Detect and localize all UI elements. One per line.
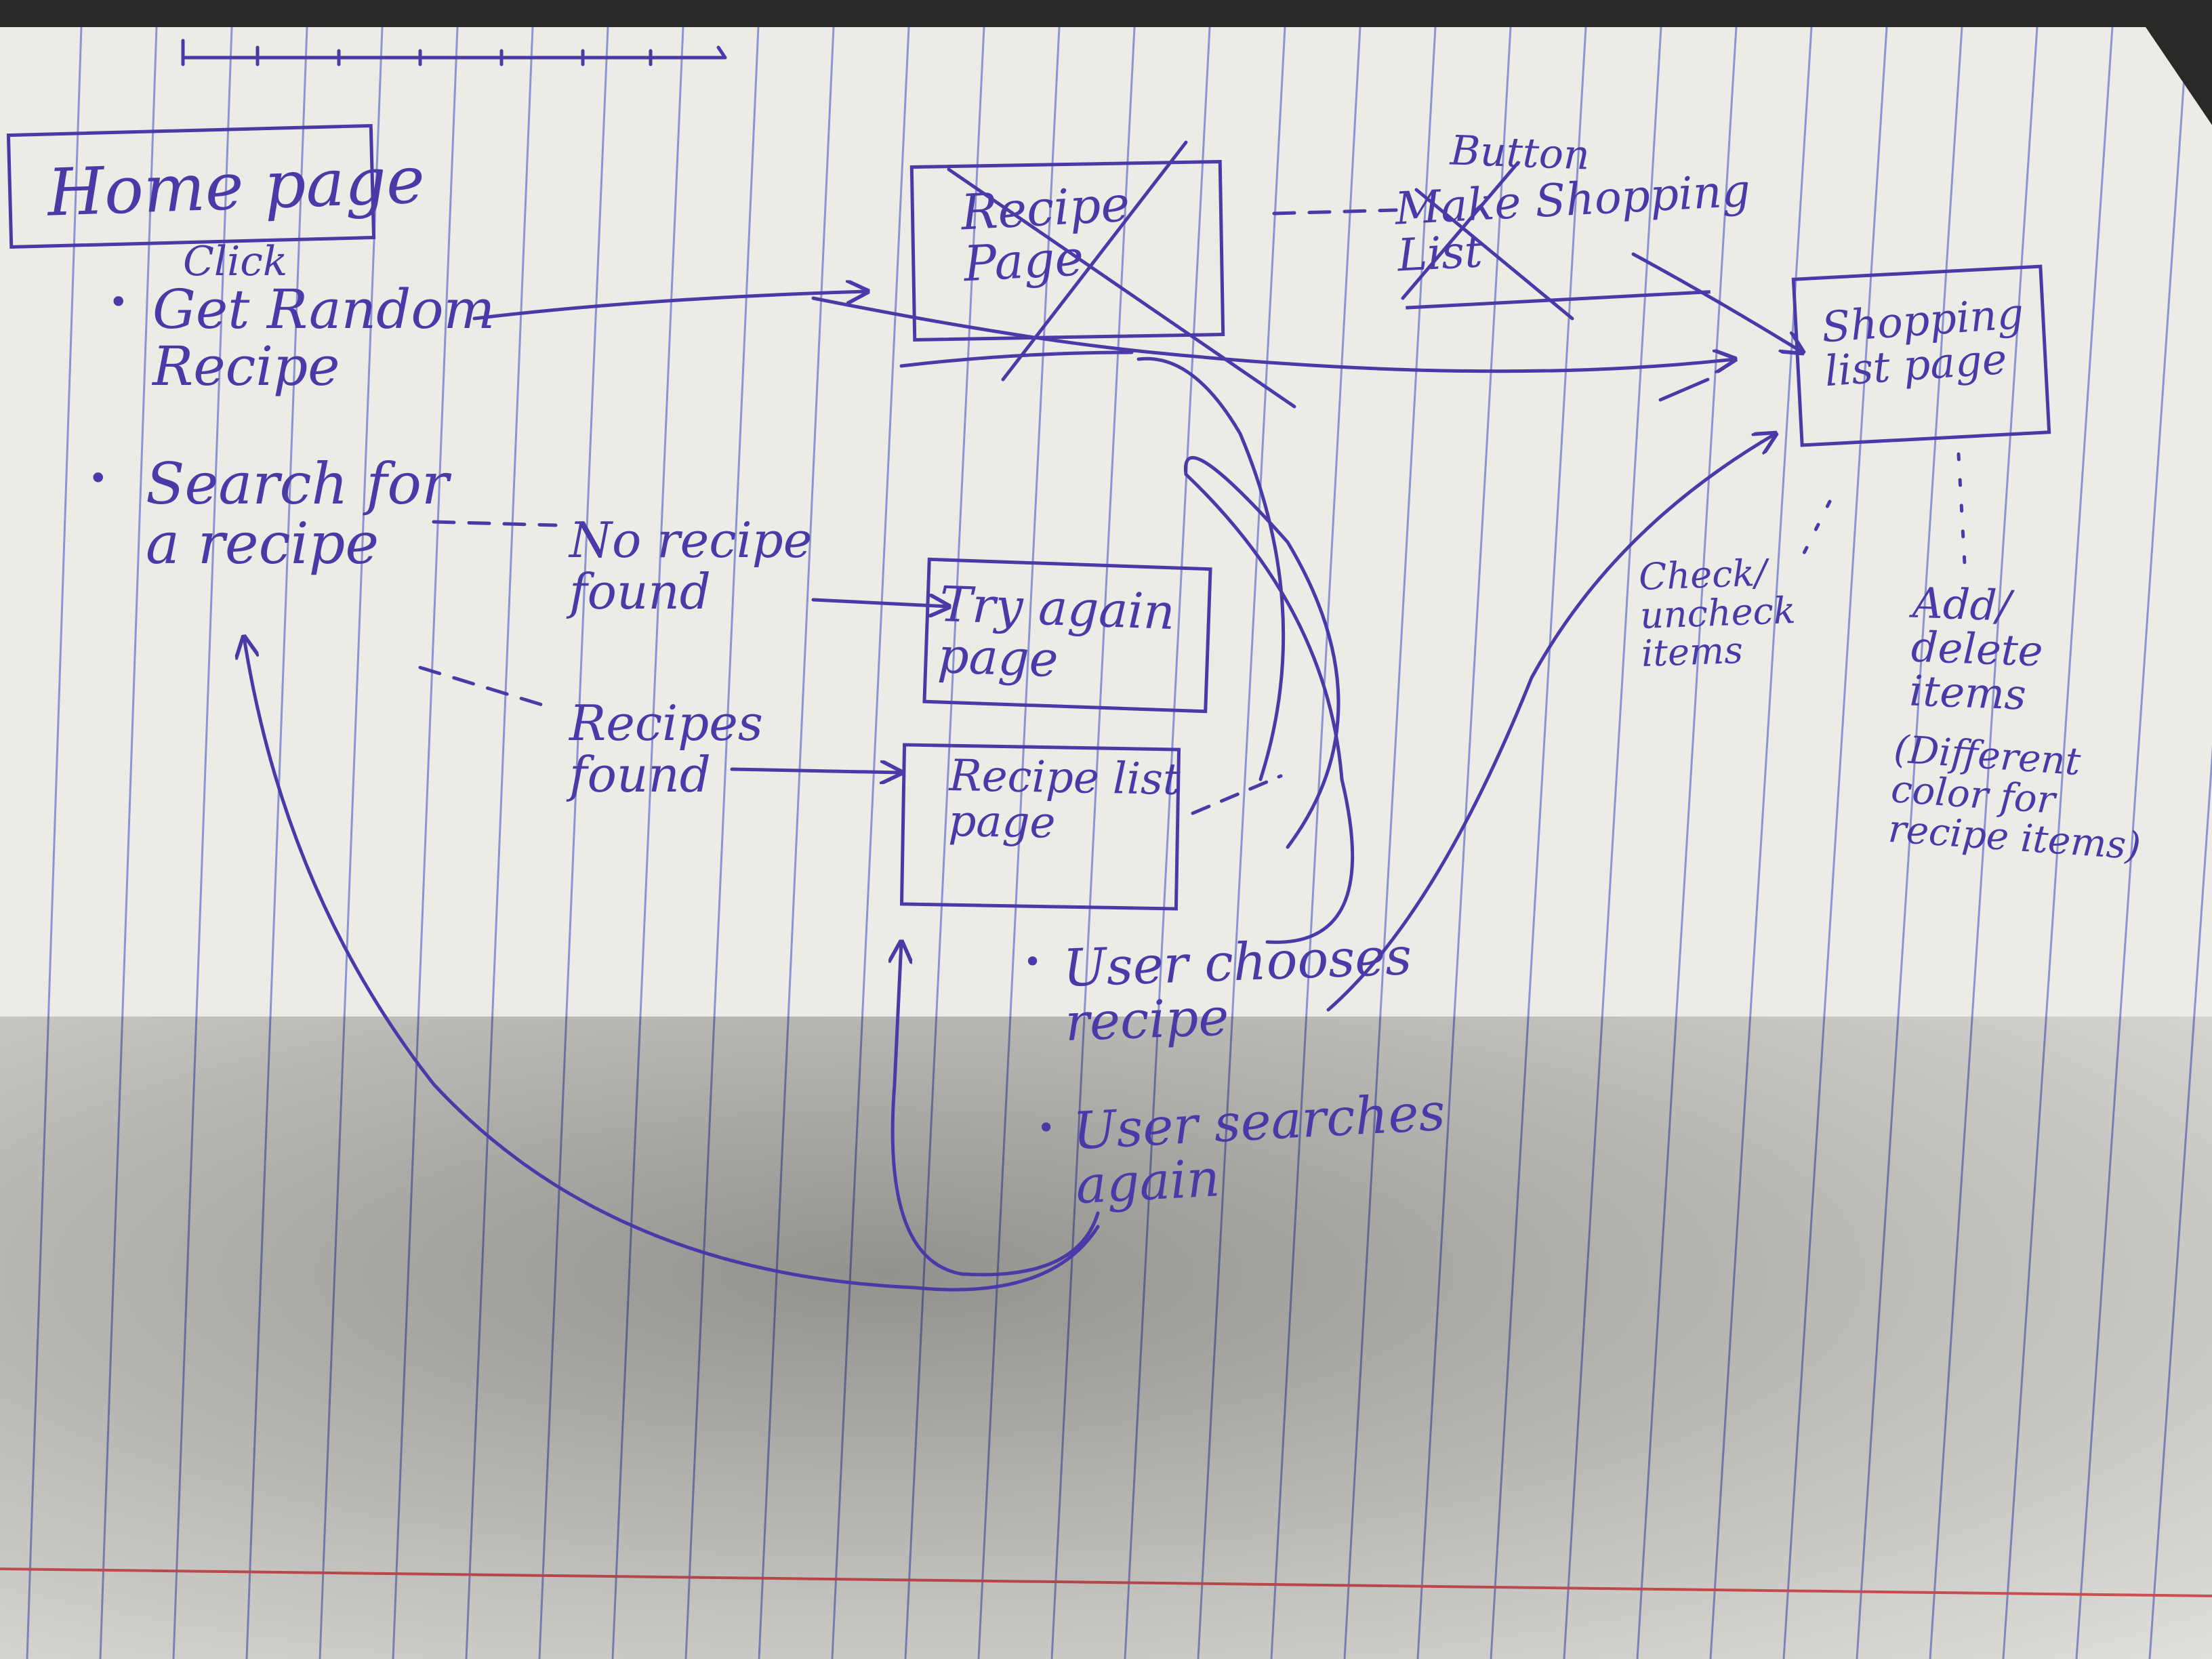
bullet-dot: •	[108, 283, 129, 322]
rule-line	[1343, 27, 1437, 1659]
random-to-shopping-arrow	[811, 296, 1735, 371]
rule-line	[1636, 27, 1738, 1659]
rule-line	[2075, 27, 2189, 1659]
click-label: Click	[183, 238, 288, 285]
search-to-found-dash	[418, 665, 544, 707]
rule-line	[2148, 27, 2212, 1659]
rule-line	[538, 27, 609, 1659]
searches-to-home-loop	[244, 637, 1100, 1292]
list-dash	[1191, 774, 1283, 815]
rule-line	[26, 27, 83, 1659]
rule-line	[1782, 27, 1888, 1659]
bullet-dot: •	[1023, 943, 1042, 980]
search-to-norecipe-dash	[432, 520, 558, 527]
list-to-recipe-squiggle	[1136, 356, 1355, 944]
rule-line	[465, 27, 534, 1659]
ruler-scribble	[181, 39, 727, 66]
recipe-page-underline	[899, 350, 1134, 368]
button-to-shopping-arrow	[1631, 252, 1803, 352]
hand-shadow	[0, 1017, 2212, 1659]
bullet-dot: •	[88, 459, 108, 498]
rule-line	[1197, 27, 1286, 1659]
shopping-to-check-dotted	[1801, 499, 1832, 558]
found-to-list-arrow	[730, 769, 901, 773]
get-random-recipe-label: Get Random Recipe	[152, 278, 495, 398]
rule-line	[904, 27, 985, 1659]
rule-line	[1270, 27, 1361, 1659]
chooses-to-shopping-arrow	[1326, 434, 1776, 1012]
shopping-side-stroke	[1658, 377, 1710, 402]
button-crossout	[1401, 161, 1574, 321]
rule-line	[1124, 27, 1211, 1659]
rule-line	[1416, 27, 1512, 1659]
rule-line	[1563, 27, 1662, 1659]
recipe-page-crossout	[947, 140, 1296, 409]
rule-line	[2002, 27, 2114, 1659]
searches-to-list-loop	[893, 942, 1100, 1277]
rule-line	[319, 27, 384, 1659]
rule-line	[1709, 27, 1813, 1659]
rule-line	[99, 27, 158, 1659]
rule-line	[1490, 27, 1587, 1659]
rule-line	[831, 27, 910, 1659]
rule-line	[172, 27, 233, 1659]
search-for-recipe-label: Search for a recipe	[146, 451, 449, 577]
bullet-dot: •	[1037, 1109, 1056, 1146]
margin-line	[0, 1568, 2212, 1597]
notebook-page	[0, 27, 2212, 1659]
rule-line	[1856, 27, 1963, 1659]
recipes-found-label: Recipes found	[569, 695, 763, 803]
no-recipe-found-label: No recipe found	[569, 512, 813, 620]
rule-line	[1050, 27, 1136, 1659]
shopping-to-add-dotted	[1957, 452, 1967, 578]
norecipe-to-tryagain-arrow	[811, 600, 949, 607]
rule-line	[977, 27, 1061, 1659]
rule-line	[245, 27, 308, 1659]
rule-line	[1929, 27, 2039, 1659]
rule-line	[392, 27, 459, 1659]
rule-line	[684, 27, 760, 1659]
recipe-to-button-dash	[1272, 208, 1398, 216]
random-to-recipe-arrow	[472, 291, 867, 321]
